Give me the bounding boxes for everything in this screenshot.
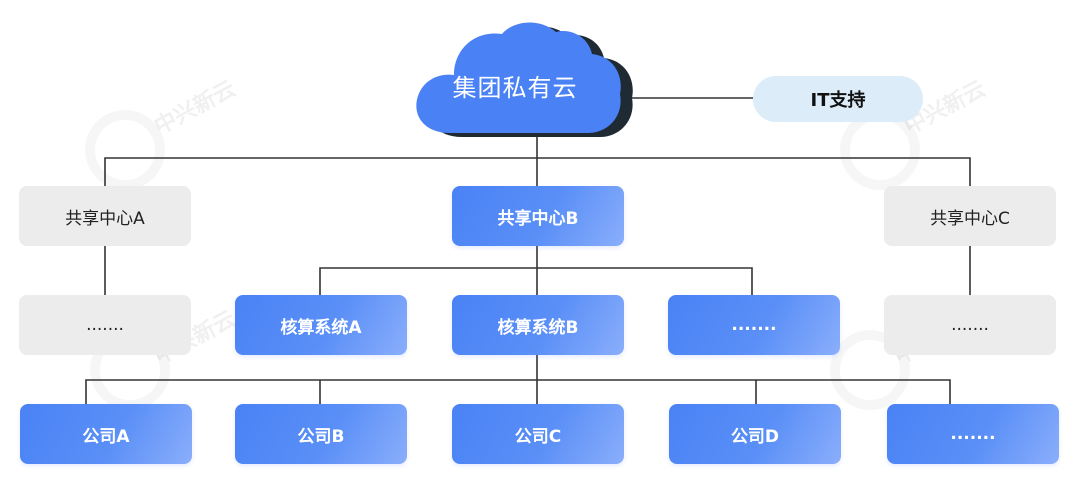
node-label: 共享中心C	[930, 208, 1010, 229]
company-d: 公司D	[669, 404, 841, 464]
company-more: .......	[887, 404, 1059, 464]
it-support-label: IT支持	[810, 90, 866, 111]
shared-center-a: 共享中心A	[19, 186, 191, 246]
company-a: 公司A	[20, 404, 192, 464]
connector-mid-bus	[319, 267, 753, 295]
node-label: .......	[950, 424, 996, 444]
node-label: 核算系统A	[280, 317, 362, 338]
center-a-more: .......	[19, 295, 191, 355]
node-label: 公司B	[297, 426, 345, 447]
cloud-root-label: 集团私有云	[452, 74, 578, 102]
node-label: 公司D	[730, 426, 780, 447]
accounting-system-more: .......	[668, 295, 840, 355]
node-label: .......	[731, 315, 777, 335]
node-label: 共享中心A	[65, 208, 145, 229]
node-label: .......	[951, 315, 989, 335]
shared-center-b: 共享中心B	[452, 186, 624, 246]
company-c: 公司C	[452, 404, 624, 464]
company-b: 公司B	[235, 404, 407, 464]
node-label: 公司A	[82, 426, 130, 447]
node-label: 公司C	[514, 426, 562, 447]
cloud-icon	[416, 22, 633, 137]
shared-center-c: 共享中心C	[884, 186, 1056, 246]
connector-bottom-bus	[85, 379, 951, 404]
center-c-more: .......	[884, 295, 1056, 355]
it-support-node: IT支持	[753, 76, 923, 122]
connector-top-bus	[104, 157, 971, 186]
accounting-system-a: 核算系统A	[235, 295, 407, 355]
accounting-system-b: 核算系统B	[452, 295, 624, 355]
node-label: 核算系统B	[497, 317, 579, 338]
node-label: .......	[86, 315, 124, 335]
node-label: 共享中心B	[497, 208, 579, 229]
